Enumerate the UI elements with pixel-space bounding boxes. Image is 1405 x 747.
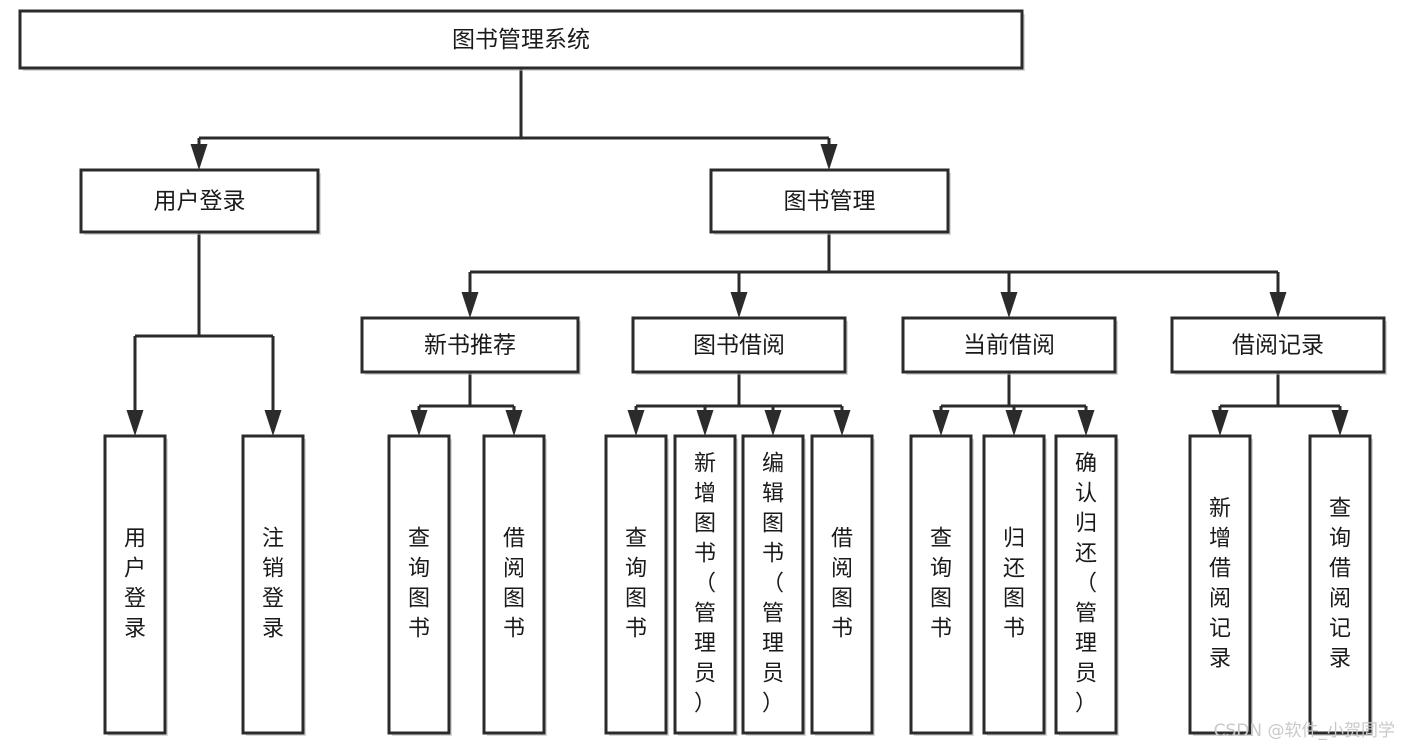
edge-arrowhead-icon (190, 144, 208, 170)
node-leaf-query-record[interactable]: 查询借阅记录 (1308, 434, 1373, 736)
node-leaf-confirm-return[interactable]: 确认归还（管理员） (1054, 434, 1119, 736)
node-borrow-record[interactable]: 借阅记录 (1170, 316, 1387, 375)
edge-arrowhead-icon (932, 410, 950, 436)
node-label: 查询图书 (408, 527, 430, 642)
nodes-layer: 图书管理系统用户登录图书管理新书推荐图书借阅当前借阅借阅记录用户登录注销登录查询… (18, 9, 1387, 736)
edge-arrowhead-icon (1005, 410, 1023, 436)
edge-arrowhead-icon (820, 144, 838, 170)
edge-arrowhead-icon (627, 410, 645, 436)
edge-group-newbook-to-leaves (410, 372, 523, 436)
node-box[interactable] (1170, 316, 1386, 374)
node-label: 查询图书 (625, 527, 647, 642)
node-leaf-query-book-3[interactable]: 查询图书 (909, 434, 974, 736)
node-box[interactable] (631, 316, 847, 374)
node-box[interactable] (901, 316, 1117, 374)
edge-arrowhead-icon (833, 410, 851, 436)
edge-arrowhead-icon (264, 410, 282, 436)
node-leaf-borrow-book-1[interactable]: 借阅图书 (482, 434, 547, 736)
node-box[interactable] (18, 9, 1024, 70)
edge-group-currentborrow-to-leaves (932, 372, 1095, 436)
edges-layer (126, 68, 1349, 436)
node-label: 新书推荐 (424, 333, 516, 359)
node-leaf-edit-book[interactable]: 编辑图书（管理员） (741, 434, 806, 736)
edge-arrowhead-icon (126, 410, 144, 436)
node-box[interactable] (909, 434, 973, 735)
node-leaf-user-login[interactable]: 用户登录 (103, 434, 168, 736)
edge-arrowhead-icon (1000, 292, 1018, 318)
node-box[interactable] (103, 434, 167, 735)
node-label: 借阅图书 (503, 527, 525, 642)
node-label: 当前借阅 (963, 333, 1055, 359)
node-box[interactable] (1054, 434, 1118, 735)
edge-arrowhead-icon (410, 410, 428, 436)
node-box[interactable] (709, 168, 950, 234)
edge-group-borrowrecord-to-leaves (1211, 372, 1349, 436)
node-leaf-borrow-book-2[interactable]: 借阅图书 (810, 434, 875, 736)
node-box[interactable] (482, 434, 546, 735)
node-label: 确认归还（管理员） (1075, 452, 1097, 717)
node-label: 注销登录 (262, 527, 284, 642)
node-box[interactable] (741, 434, 805, 735)
node-label: 用户登录 (154, 189, 246, 215)
node-box[interactable] (387, 434, 451, 735)
node-user-login[interactable]: 用户登录 (79, 168, 321, 235)
node-label: 图书管理系统 (452, 27, 590, 53)
node-box[interactable] (241, 434, 305, 735)
node-label: 新增借阅记录 (1209, 497, 1231, 672)
node-book-manage[interactable]: 图书管理 (709, 168, 951, 235)
node-label: 借阅记录 (1232, 333, 1324, 359)
node-leaf-return-book[interactable]: 归还图书 (982, 434, 1047, 736)
node-box[interactable] (79, 168, 320, 234)
node-leaf-add-record[interactable]: 新增借阅记录 (1188, 434, 1253, 736)
node-label: 归还图书 (1003, 527, 1025, 642)
node-root[interactable]: 图书管理系统 (18, 9, 1025, 71)
node-label: 借阅图书 (831, 527, 853, 642)
node-label: 用户登录 (124, 527, 146, 642)
edge-group-bookborrow-to-leaves (627, 372, 851, 436)
edge-arrowhead-icon (505, 410, 523, 436)
node-label: 编辑图书（管理员） (762, 452, 784, 717)
edge-arrowhead-icon (1211, 410, 1229, 436)
node-new-book-recommend[interactable]: 新书推荐 (360, 316, 581, 375)
node-label: 图书管理 (784, 189, 876, 215)
node-box[interactable] (673, 434, 737, 735)
node-box[interactable] (360, 316, 580, 374)
edge-arrowhead-icon (1269, 292, 1287, 318)
edge-arrowhead-icon (1331, 410, 1349, 436)
node-box[interactable] (604, 434, 668, 735)
node-leaf-query-book-1[interactable]: 查询图书 (387, 434, 452, 736)
edge-arrowhead-icon (764, 410, 782, 436)
node-box[interactable] (982, 434, 1046, 735)
node-leaf-user-logout[interactable]: 注销登录 (241, 434, 306, 736)
node-box[interactable] (810, 434, 874, 735)
watermark-text: CSDN @软件_小贺同学 (1213, 721, 1395, 741)
node-current-borrow[interactable]: 当前借阅 (901, 316, 1118, 375)
node-label: 新增图书（管理员） (694, 452, 716, 717)
node-label: 查询借阅记录 (1329, 497, 1351, 672)
edge-group-bookmanage-to-level2 (461, 232, 1287, 318)
edge-arrowhead-icon (461, 292, 479, 318)
node-box[interactable] (1188, 434, 1252, 735)
node-leaf-add-book[interactable]: 新增图书（管理员） (673, 434, 738, 736)
edge-arrowhead-icon (696, 410, 714, 436)
node-book-borrow[interactable]: 图书借阅 (631, 316, 848, 375)
edge-arrowhead-icon (1077, 410, 1095, 436)
edge-group-userlogin-to-leaves (126, 232, 282, 436)
node-leaf-query-book-2[interactable]: 查询图书 (604, 434, 669, 736)
node-label: 查询图书 (930, 527, 952, 642)
node-box[interactable] (1308, 434, 1372, 735)
edge-arrowhead-icon (730, 292, 748, 318)
edge-group-root-to-level1 (190, 68, 838, 170)
node-label: 图书借阅 (693, 333, 785, 359)
